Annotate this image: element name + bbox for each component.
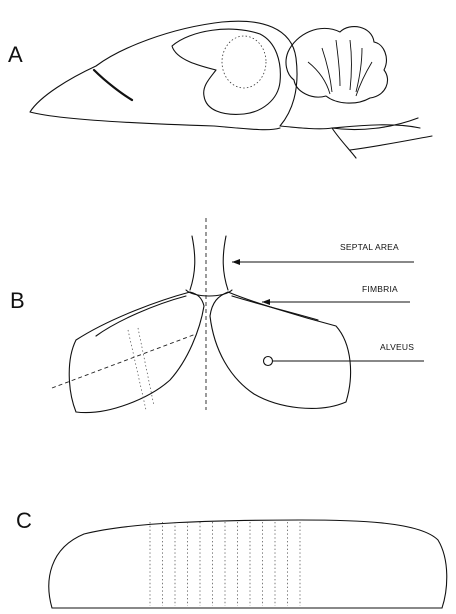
panel-c-letter: C [16, 508, 32, 533]
septal-area-label: SEPTAL AREA [340, 242, 399, 252]
panel-b: B SEPTAL AREA FIMBRIA ALVEUS [10, 218, 424, 413]
dotted-ellipse [222, 36, 266, 88]
panel-a-letter: A [8, 42, 23, 67]
right-fimbria-line [232, 296, 318, 320]
hippocampus-shape [172, 29, 280, 114]
alveus-marker [264, 357, 273, 366]
slab-slice-lines [150, 522, 300, 606]
brainstem [332, 118, 432, 158]
oblique-axis [52, 334, 196, 388]
fimbria-label: FIMBRIA [362, 284, 398, 294]
cerebellum-folia [308, 40, 372, 96]
left-fimbria-line [96, 296, 186, 336]
panel-c: C [16, 508, 447, 608]
septal-stalk [186, 236, 232, 296]
slab-outline [49, 520, 447, 608]
panel-b-letter: B [10, 288, 25, 313]
cerebellum-outline [286, 27, 388, 104]
alveus-label: ALVEUS [380, 342, 414, 352]
panel-a: A [8, 21, 432, 158]
septal-arrowhead [232, 259, 240, 265]
left-hippocampus [69, 292, 204, 413]
fimbria-arrowhead [262, 299, 270, 305]
cerebellum [286, 27, 388, 104]
olfactory-stroke [94, 70, 132, 100]
slice-line-1 [128, 330, 146, 410]
slice-line-2 [138, 328, 154, 406]
